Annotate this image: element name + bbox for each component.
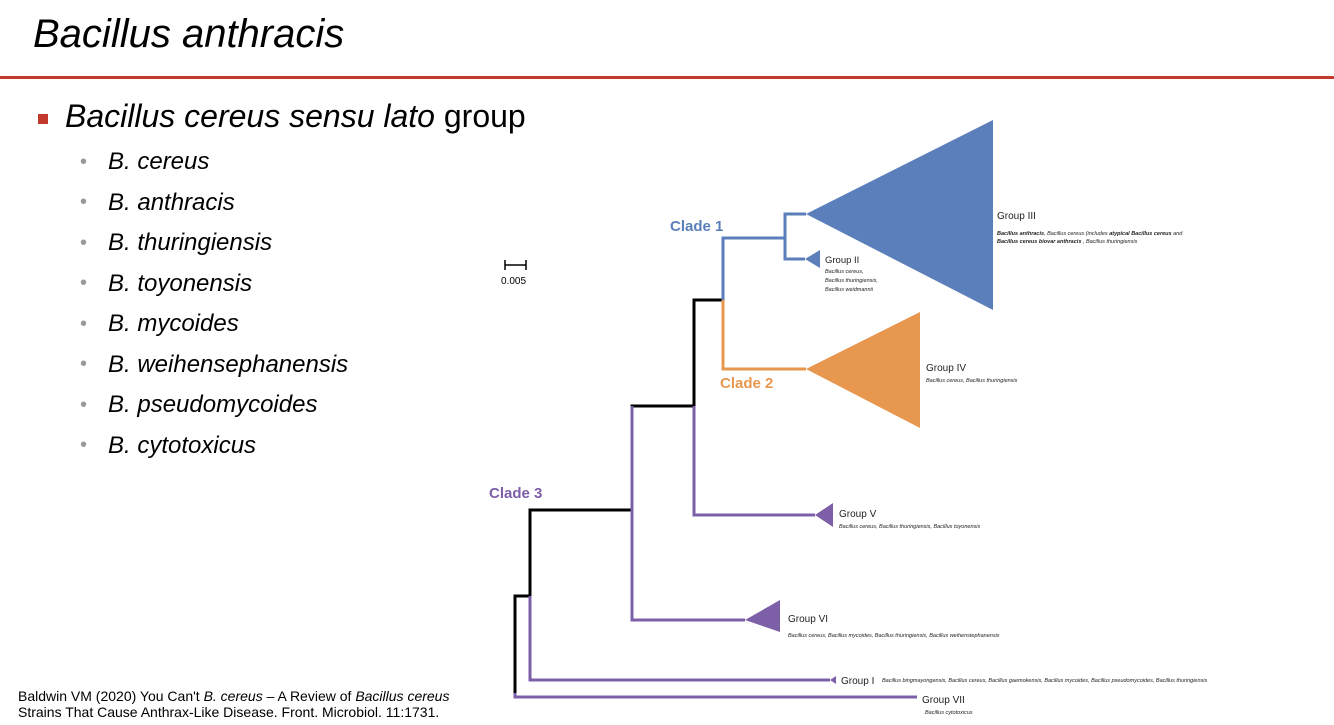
clade3-label: Clade 3 — [489, 485, 542, 502]
citation: Baldwin VM (2020) You Can't B. cereus – … — [18, 688, 538, 720]
main-bullet-rest: group — [434, 98, 526, 134]
group-i-name: Group I — [841, 676, 874, 687]
species-label: B. mycoides — [108, 310, 239, 338]
group-ii-desc: Bacillus thuringiensis, — [825, 278, 878, 284]
citation-part: Bacillus cereus — [355, 688, 450, 704]
bullet-dot-icon: • — [80, 272, 88, 295]
group-iv-desc: Bacillus cereus, Bacillus thuringiensis — [926, 378, 1018, 384]
group-vi-name: Group VI — [788, 614, 828, 625]
group-iii-name: Group III — [997, 211, 1036, 222]
species-label: B. thuringiensis — [108, 229, 273, 257]
clade1-label: Clade 1 — [670, 218, 723, 235]
clade2-branches — [721, 300, 806, 371]
backbone-branches — [513, 298, 723, 693]
species-item: • B. thuringiensis — [80, 223, 348, 264]
group-iii-desc-line1: Bacillus anthracis, Bacillus cereus (inc… — [997, 231, 1183, 237]
group-iii-desc-part: , Bacillus cereus (includes — [1044, 231, 1109, 237]
clade3-branches — [513, 406, 917, 699]
species-item: • B. weihensephanensis — [80, 345, 348, 386]
bullet-dot-icon: • — [80, 191, 88, 214]
species-label: B. cytotoxicus — [108, 431, 257, 459]
citation-part: – A Review of — [262, 688, 356, 704]
species-item: • B. pseudomycoides — [80, 385, 348, 426]
group-iii-desc-part: atypical Bacillus cereus — [1109, 231, 1171, 237]
bullet-dot-icon: • — [80, 231, 88, 254]
species-label: B. toyonensis — [108, 269, 253, 297]
square-bullet-icon — [38, 113, 48, 124]
species-item: • B. toyonensis — [80, 264, 348, 305]
group-v-name: Group V — [839, 509, 877, 520]
group-i-desc: Bacillus bingmayongensis, Bacillus cereu… — [882, 678, 1208, 684]
clade1-branches — [721, 212, 806, 300]
scale-bar: 0.005 — [501, 260, 527, 287]
group-iii-desc-part: Bacillus cereus biovar anthracis — [997, 239, 1081, 245]
species-item: • B. cytotoxicus — [80, 426, 348, 467]
group-vii-name: Group VII — [922, 695, 965, 706]
group-ii-desc: Bacillus weidmannii — [825, 287, 874, 293]
species-label: B. weihensephanensis — [108, 350, 349, 378]
species-label: B. cereus — [108, 148, 210, 176]
group-v-triangle — [815, 503, 833, 527]
species-item: • B. cereus — [80, 142, 348, 183]
main-bullet: Bacillus cereus sensu lato group — [38, 98, 526, 135]
group-iii-desc-part: , Bacillus thuringiensis — [1081, 239, 1137, 245]
group-vi-desc: Bacillus cereus, Bacillus mycoides, Baci… — [788, 633, 1000, 639]
group-iii-desc-part: Bacillus anthracis — [997, 231, 1044, 237]
bullet-dot-icon: • — [80, 150, 88, 173]
title-divider — [0, 76, 1334, 79]
citation-line2: Strains That Cause Anthrax-Like Disease.… — [18, 704, 440, 720]
group-iv-name: Group IV — [926, 363, 966, 374]
citation-part: Baldwin VM (2020) You Can't — [18, 688, 204, 704]
species-label: B. anthracis — [108, 188, 235, 216]
species-item: • B. mycoides — [80, 304, 348, 345]
bullet-dot-icon: • — [80, 393, 88, 416]
group-v-desc: Bacillus cereus, Bacillus thuringiensis,… — [839, 524, 980, 530]
slide-title: Bacillus anthracis — [33, 12, 345, 56]
species-item: • B. anthracis — [80, 183, 348, 224]
group-ii-name: Group II — [825, 255, 859, 266]
group-vi-triangle — [745, 600, 780, 632]
group-ii-desc: Bacillus cereus, — [825, 269, 864, 275]
species-list: • B. cereus • B. anthracis • B. thuringiens… — [80, 142, 348, 466]
clade2-label: Clade 2 — [720, 375, 773, 392]
group-i-triangle — [830, 676, 836, 684]
group-iv-triangle — [806, 312, 920, 428]
bullet-dot-icon: • — [80, 434, 88, 457]
bullet-dot-icon: • — [80, 353, 88, 376]
group-vii-desc: Bacillus cytotoxicus — [925, 710, 973, 716]
citation-part: B. cereus — [203, 688, 263, 704]
group-iii-desc-line2: Bacillus cereus biovar anthracis , Bacil… — [997, 239, 1138, 245]
group-iii-desc-part: and — [1172, 231, 1184, 237]
species-label: B. pseudomycoides — [108, 391, 318, 419]
main-bullet-italic: Bacillus cereus sensu lato — [65, 98, 435, 134]
group-iii-triangle — [806, 120, 993, 310]
scale-label: 0.005 — [501, 276, 526, 287]
bullet-dot-icon: • — [80, 312, 88, 335]
group-ii-triangle — [805, 250, 820, 268]
